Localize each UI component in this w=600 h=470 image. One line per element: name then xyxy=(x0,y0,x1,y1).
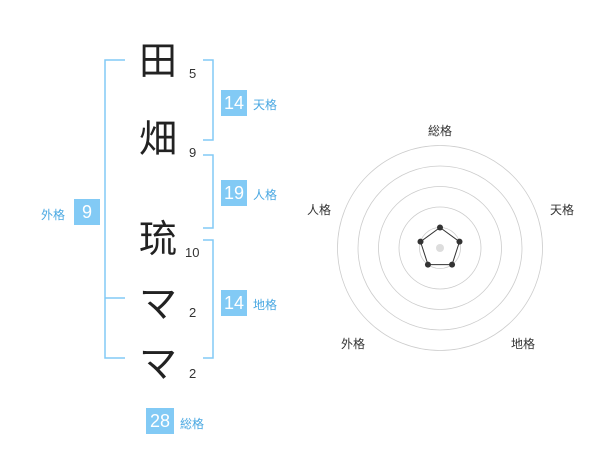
radar-ring xyxy=(378,186,502,310)
jinkaku-bracket xyxy=(203,154,214,229)
radar-axis-label-tenkaku: 天格 xyxy=(550,203,575,217)
gaikaku-label: 外格 xyxy=(41,208,66,222)
gaikaku-bracket xyxy=(104,59,125,359)
radar-ring xyxy=(398,206,482,290)
radar-ring xyxy=(337,145,543,351)
name-char-5: マ xyxy=(138,342,177,386)
gaikaku-value: 9 xyxy=(74,199,100,225)
radar-point-5 xyxy=(417,238,424,245)
name-char-4: マ xyxy=(138,282,177,326)
name-char-3: 琉 xyxy=(138,217,177,261)
name-char-1: 田 xyxy=(138,39,177,83)
radar-point-3 xyxy=(449,261,456,268)
radar-point-2 xyxy=(456,238,463,245)
stroke-count-5: 2 xyxy=(189,366,197,381)
radar-axis-label-soukaku: 総格 xyxy=(428,124,453,138)
stroke-count-2: 9 xyxy=(189,145,197,160)
soukaku-value: 28 xyxy=(146,408,174,434)
radar-axis-label-gaikaku: 外格 xyxy=(341,337,366,351)
radar-ring xyxy=(357,165,523,331)
radar-axis-label-chikaku: 地格 xyxy=(511,337,536,351)
radar-point-4 xyxy=(424,261,431,268)
stroke-count-3: 10 xyxy=(185,245,200,260)
chikaku-label: 地格 xyxy=(253,298,278,312)
radar-center xyxy=(436,244,444,252)
tenkaku-label: 天格 xyxy=(253,98,278,112)
jinkaku-label: 人格 xyxy=(253,188,278,202)
tenkaku-bracket xyxy=(203,59,214,141)
name-char-2: 畑 xyxy=(138,117,177,161)
radar-point-1 xyxy=(437,224,443,231)
jinkaku-value: 19 xyxy=(221,180,247,206)
radar-axis-label-jinkaku: 人格 xyxy=(307,203,332,217)
tenkaku-value: 14 xyxy=(221,90,247,116)
chikaku-value: 14 xyxy=(221,290,247,316)
stroke-count-1: 5 xyxy=(189,66,197,81)
chikaku-bracket xyxy=(203,239,214,359)
stroke-count-4: 2 xyxy=(189,305,197,320)
soukaku-label: 総格 xyxy=(180,417,205,431)
